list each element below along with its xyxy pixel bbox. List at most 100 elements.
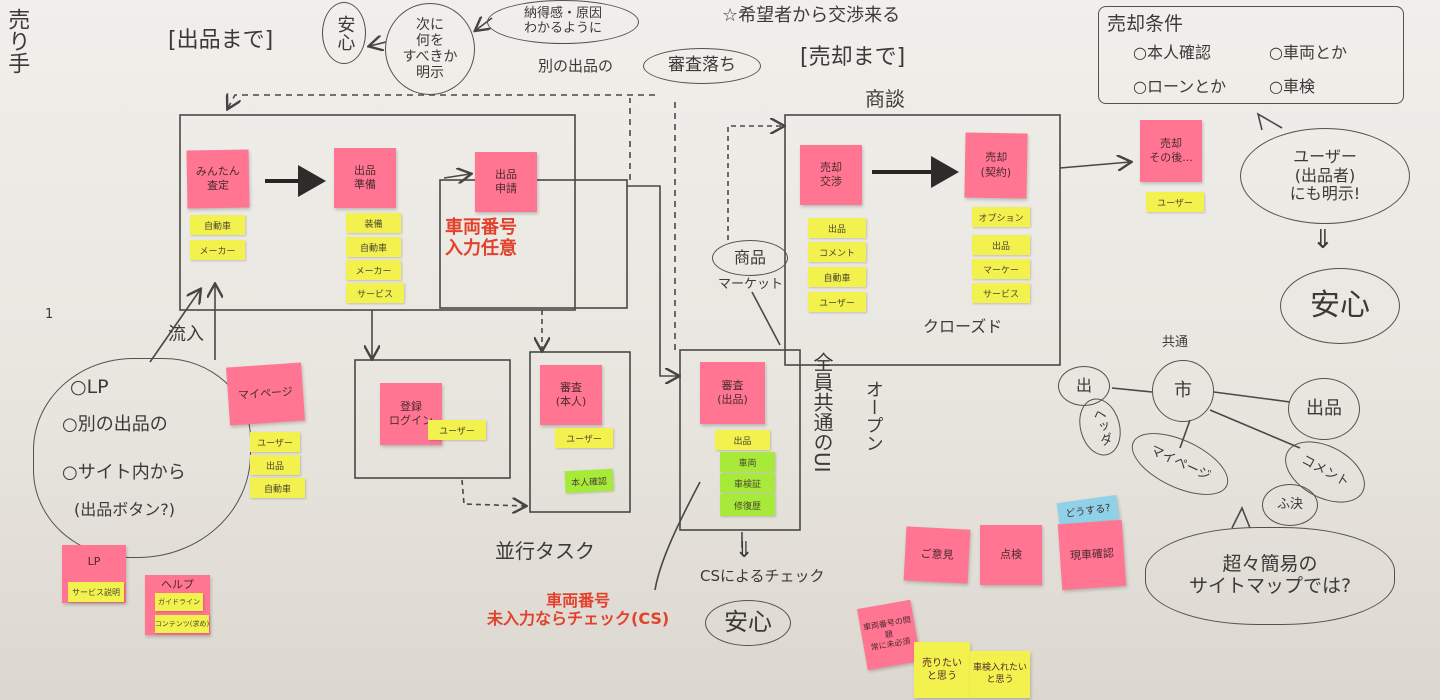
sitemap-line-1 (1214, 392, 1290, 402)
sticky-feedback: ご意見 (904, 526, 971, 583)
next-action-bubble: 次に 何を すべきか 明示 (385, 3, 475, 95)
tag-listing: 出品 (972, 235, 1030, 255)
bubble-tail-user (1258, 114, 1282, 130)
user-notice-bubble: ユーザー (出品者) にも明示! (1240, 128, 1410, 224)
sticky-listing-prep: 出品 準備 (334, 148, 396, 208)
arrow-into-apply (444, 174, 470, 178)
tag-user: ユーザー (1146, 192, 1204, 212)
anshin-top-bubble: 安心 (322, 2, 366, 64)
inflow-label: 流入 (168, 325, 204, 346)
sticky-appraisal: みんたん 査定 (186, 149, 249, 208)
cs-check-text: CSによるチェック (700, 568, 825, 585)
sitemap-other-text: ふ決 (1277, 498, 1303, 513)
tag-service: サービス (346, 283, 404, 303)
sticky-review-person: 審査 (本人) (540, 365, 602, 425)
condition-item: ○本人確認 (1133, 39, 1211, 63)
user-notice-text: ユーザー (出品者) にも明示! (1290, 148, 1360, 203)
anshin-bottom-bubble: 安心 (705, 600, 791, 646)
inflow-item: (出品ボタン?) (74, 501, 175, 519)
tag-car: 自動車 (190, 215, 245, 235)
tag-maker: メーカー (346, 260, 401, 280)
review-fail-bubble: 審査落ち (643, 48, 761, 84)
dashed-register-to-review (462, 480, 525, 506)
tag-service-description: サービス説明 (68, 582, 124, 602)
tag-comment: コメント (808, 242, 866, 262)
plate-optional-note: 車両番号 入力任意 (445, 218, 517, 259)
until-listing-heading: [出品まで] (168, 28, 273, 53)
tag-identity-check: 本人確認 (564, 469, 613, 493)
sitemap-header-b-text: ヘッダ (1088, 406, 1113, 448)
sticky-listing-apply: 出品 申請 (475, 152, 537, 212)
tag-equipment: 装備 (346, 213, 401, 233)
sitemap-listing-node: 出品 (1288, 378, 1360, 440)
condition-item: ○ローンとか (1133, 73, 1226, 97)
tag-contents: コンテンツ(求め) (155, 615, 209, 633)
tag-vehicle: 車両 (720, 452, 775, 472)
anshin-right-text: 安心 (1310, 289, 1370, 324)
seller-label: 売り手 (4, 8, 29, 74)
common-ui-text: 全員共通のUI (810, 352, 833, 473)
sticky-sale-contract: 売却 (契約) (964, 132, 1027, 198)
sitemap-question-text: 超々簡易の サイトマップでは? (1189, 554, 1351, 598)
sitemap-mypage-text: マイページ (1148, 444, 1213, 485)
parallel-tasks-label: 並行タスク (495, 540, 595, 563)
dashed-return-arrow (228, 95, 655, 108)
sitemap-listing-text: 出品 (1306, 399, 1342, 420)
convinced-text: 納得感・原因 わかるように (524, 7, 602, 37)
sticky-review-listing: 審査 (出品) (700, 362, 765, 424)
plate-check-note: 車両番号 未入力ならチェック(CS) (487, 592, 669, 629)
product-text: 商品 (734, 249, 766, 267)
other-listing-text: 別の出品の (538, 58, 613, 75)
tag-guideline: ガイドライン (155, 593, 203, 611)
tag-listing: 出品 (808, 218, 866, 238)
down-arrow-cs: ⇓ (735, 538, 753, 563)
sticky-want-inspect: 車検入れたい と思う (970, 651, 1030, 698)
convinced-bubble: 納得感・原因 わかるように (487, 0, 639, 44)
arrow-next-to-anshin (370, 42, 386, 46)
curve-review-to-bottom (655, 482, 700, 590)
sticky-mypage: マイページ (226, 362, 305, 425)
negotiation-heading: 商談 (865, 88, 905, 111)
condition-item: ○車両とか (1269, 39, 1347, 63)
tag-listing: 出品 (250, 455, 300, 475)
tag-user: ユーザー (808, 292, 866, 312)
sitemap-other-node: ふ決 (1262, 484, 1318, 526)
next-action-text: 次に 何を すべきか 明示 (402, 17, 457, 81)
tag-user: ユーザー (250, 432, 300, 452)
bubble-tail-sitemap (1232, 508, 1250, 528)
tag-user: ユーザー (555, 428, 613, 448)
tag-car: 自動車 (250, 478, 305, 498)
market-text: マーケット (718, 278, 783, 293)
marker-1: 1 (45, 308, 53, 323)
tag-car: 自動車 (346, 237, 401, 257)
open-text: オープン (862, 380, 883, 452)
tag-car: 自動車 (808, 267, 866, 287)
sticky-after-sale: 売却 その後... (1140, 120, 1202, 182)
sticky-sale-negotiation: 売却 交渉 (800, 145, 862, 205)
inflow-item: ○別の出品の (62, 415, 168, 436)
inflow-item: ○LP (70, 377, 109, 399)
tag-inspection-cert: 車検証 (720, 473, 775, 493)
dashed-into-sale-box (728, 126, 783, 240)
sticky-vehicle-check: 現車確認 (1058, 520, 1126, 590)
tag-maker: マーケー (972, 259, 1030, 279)
condition-item: ○車検 (1269, 73, 1315, 97)
tag-user: ユーザー (428, 420, 486, 440)
anshin-bottom-text: 安心 (724, 609, 772, 637)
anshin-top-text: 安心 (334, 15, 355, 51)
arrow-apply-to-review (627, 186, 678, 376)
sitemap-common-label: 共通 (1162, 336, 1188, 351)
sitemap-header-a-text: 出 (1076, 377, 1092, 395)
arrow-sale-to-after (1060, 162, 1130, 168)
until-sale-heading: [売却まで] (800, 45, 905, 70)
tag-maker: メーカー (190, 240, 245, 260)
tag-service: サービス (972, 283, 1030, 303)
product-market-bubble: 商品 (712, 240, 788, 276)
sitemap-line-2 (1112, 388, 1152, 392)
down-arrow-right: ⇓ (1312, 226, 1334, 256)
sitemap-question-bubble: 超々簡易の サイトマップでは? (1145, 527, 1395, 625)
sticky-inspection: 点検 (980, 525, 1042, 585)
sitemap-center-node: 市 (1152, 360, 1214, 422)
closed-label: クローズド (923, 318, 1002, 336)
